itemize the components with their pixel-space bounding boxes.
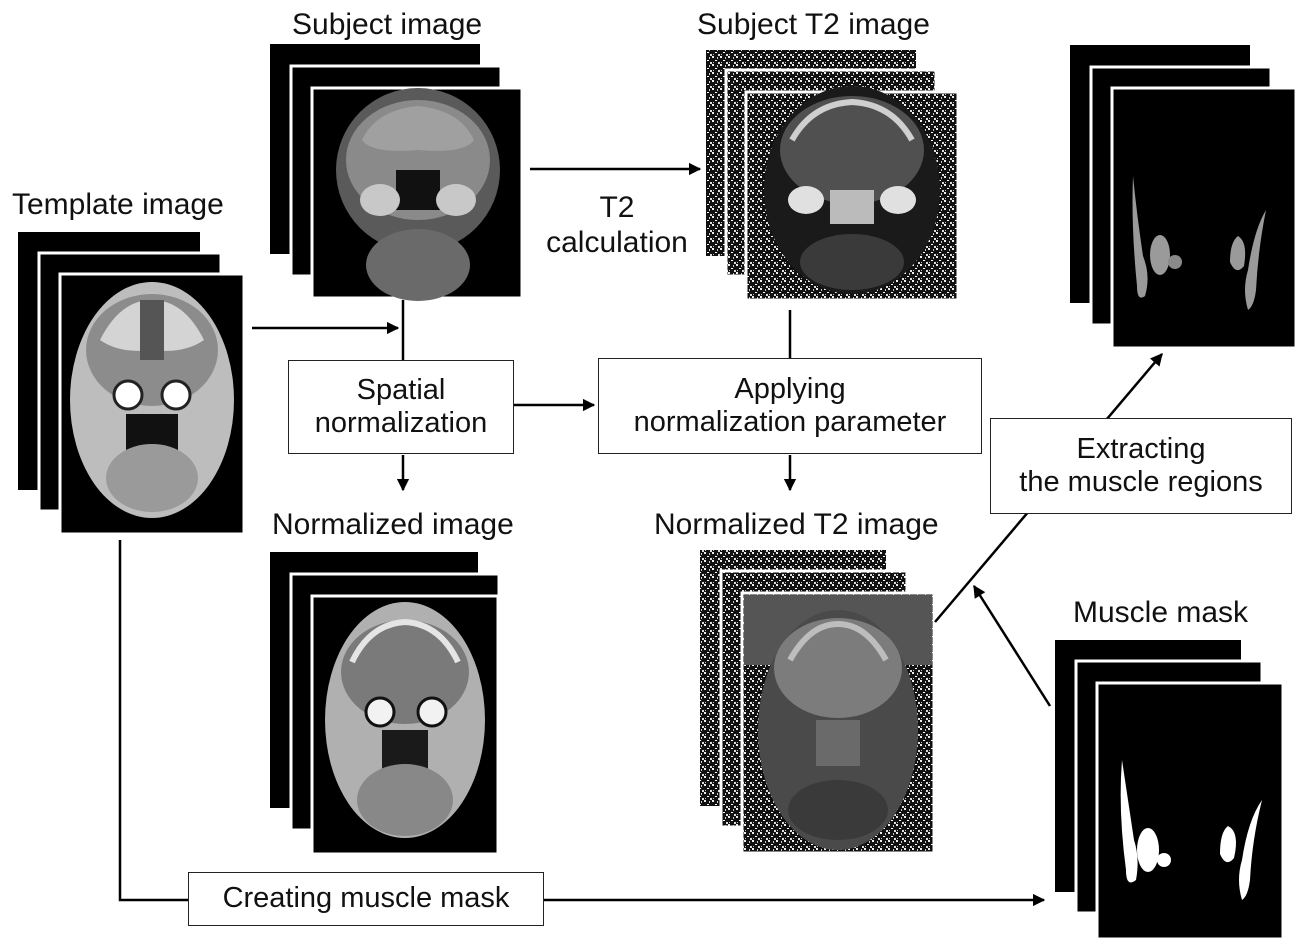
t2-calculation-label: T2 calculation (532, 190, 702, 260)
subject-t2-image-stack (706, 50, 958, 300)
t2-calculation-line-2: calculation (532, 225, 702, 260)
template-mri-scan (70, 282, 234, 518)
normalized-image-label: Normalized image (272, 510, 514, 540)
t2-calculation-line-1: T2 (532, 190, 702, 225)
extracted-regions-stack (1070, 45, 1296, 348)
normalized-t2-image-label: Normalized T2 image (654, 510, 939, 540)
applying-normalization-box: Applying normalization parameter (598, 358, 982, 454)
spatial-normalization-line-2: normalization (315, 407, 487, 440)
applying-normalization-line-1: Applying (634, 373, 947, 406)
template-image-stack (18, 232, 244, 534)
muscle-mask-label: Muscle mask (1073, 598, 1248, 628)
subject-t2-image-label: Subject T2 image (697, 10, 930, 40)
creating-muscle-mask-text: Creating muscle mask (223, 882, 510, 915)
extracting-muscle-box: Extracting the muscle regions (990, 418, 1292, 514)
spatial-normalization-box: Spatial normalization (288, 360, 514, 454)
creating-muscle-mask-box: Creating muscle mask (188, 872, 544, 926)
subject-image-stack (270, 44, 522, 301)
extracting-muscle-line-1: Extracting (1019, 433, 1262, 466)
normalized-t2-image-stack (700, 550, 934, 853)
spatial-normalization-line-1: Spatial (315, 374, 487, 407)
muscle-mask-stack (1055, 640, 1283, 939)
extracting-muscle-line-2: the muscle regions (1019, 466, 1262, 499)
template-image-label: Template image (12, 190, 224, 220)
line-template-to-creating-mask (120, 540, 190, 900)
normalized-mri-scan (325, 602, 485, 838)
arrow-mask-to-extraction (974, 586, 1050, 706)
subject-image-label: Subject image (292, 10, 482, 40)
applying-normalization-line-2: normalization parameter (634, 406, 947, 439)
subject-t2-mri-scan (764, 86, 940, 294)
normalized-image-stack (270, 552, 499, 854)
